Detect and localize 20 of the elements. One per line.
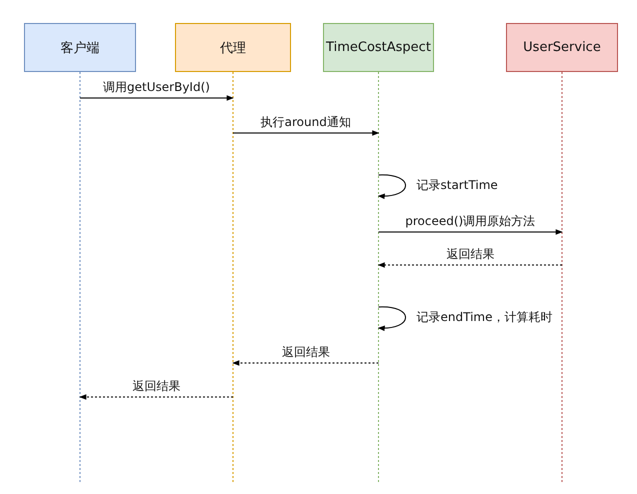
self-message-arrow [378,174,406,199]
message-label: proceed()调用原始方法 [403,214,538,229]
participant-name: 客户端 [60,40,100,56]
return-arrow [378,262,562,268]
participant-name: UserService [523,40,601,55]
message-label: 返回结果 [130,379,182,394]
participant-name: TimeCostAspect [326,40,431,55]
message-label: 记录startTime [414,178,500,193]
message-arrow [80,95,234,101]
message-label: 执行around通知 [258,115,353,130]
message-label: 返回结果 [444,247,496,262]
return-arrow [79,394,234,400]
participant-name: 代理 [220,40,246,56]
message-label: 返回结果 [280,345,332,360]
self-message-arrow [378,306,406,331]
message-arrow [232,130,380,136]
return-arrow [232,360,379,366]
message-label: 调用getUserById() [101,80,212,95]
message-label: 记录endTime，计算耗时 [414,310,554,325]
message-arrow [378,229,563,235]
